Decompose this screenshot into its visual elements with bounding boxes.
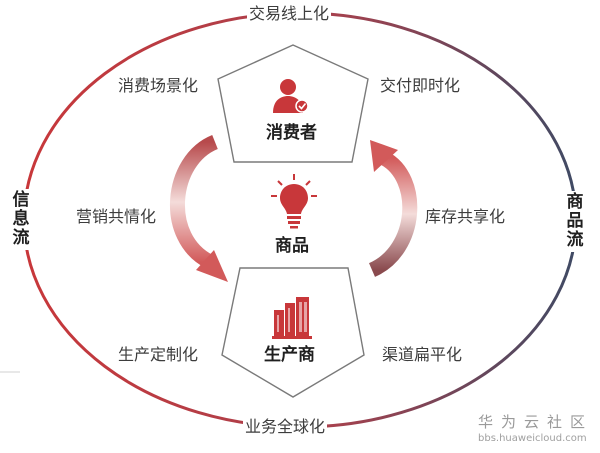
label-transaction-online: 交易线上化 xyxy=(247,4,332,24)
node-consumer-label: 消费者 xyxy=(266,123,317,143)
node-producer-label: 生产商 xyxy=(264,345,315,365)
label-goods-flow: 商 品 流 xyxy=(564,191,586,252)
label-business-global: 业务全球化 xyxy=(243,417,328,437)
label-shared-inventory: 库存共享化 xyxy=(425,207,506,226)
label-customized-production: 生产定制化 xyxy=(118,345,199,364)
factory-building-icon xyxy=(272,297,312,339)
label-consumption-scenario: 消费场景化 xyxy=(118,76,199,95)
lightbulb-icon xyxy=(271,174,317,229)
node-product-label: 商品 xyxy=(275,236,309,256)
right-flow-arrow xyxy=(368,140,418,277)
watermark-url: bbs.huaweicloud.com xyxy=(478,433,587,444)
label-flat-channels: 渠道扁平化 xyxy=(382,345,463,364)
watermark-title: 华为云社区 xyxy=(478,413,594,431)
left-flow-arrow xyxy=(170,135,228,282)
label-empathetic-marketing: 营销共情化 xyxy=(76,207,157,226)
label-information-flow: 信 息 流 xyxy=(10,189,32,250)
user-check-icon xyxy=(273,79,309,113)
label-instant-delivery: 交付即时化 xyxy=(380,76,461,95)
